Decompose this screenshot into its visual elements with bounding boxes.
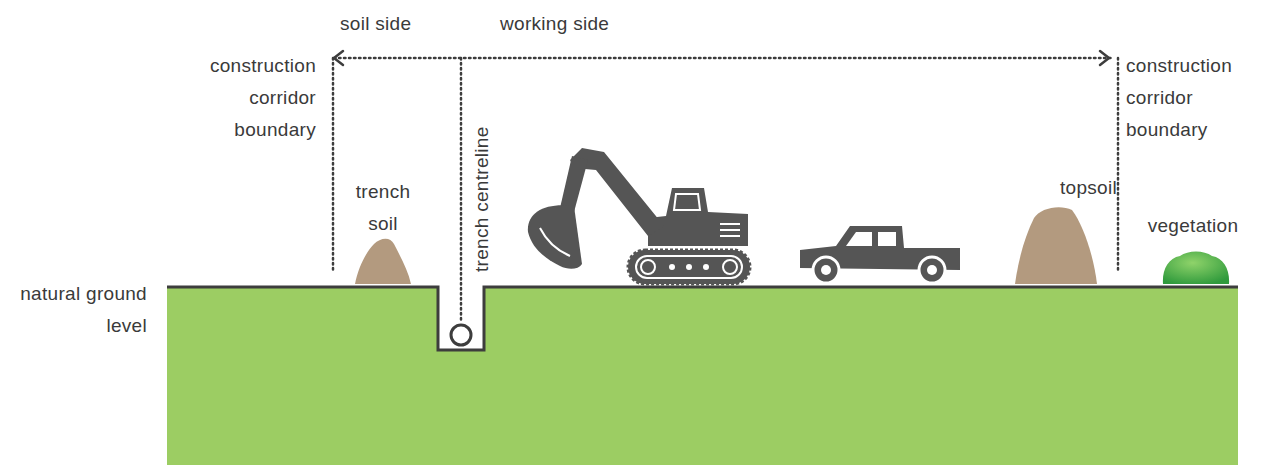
ground-line xyxy=(167,287,1238,350)
pipe xyxy=(451,325,471,345)
centreline-label: trench centreline xyxy=(470,126,494,272)
topsoil-pile xyxy=(1015,207,1097,284)
pile-label: trench soil xyxy=(343,176,423,240)
side-label: working side xyxy=(500,8,660,40)
boundary-label: construction corridor boundary xyxy=(1126,50,1266,146)
vegetation-label: vegetation xyxy=(1133,210,1253,242)
pile-label: topsoil xyxy=(1060,172,1140,204)
ground-label: natural ground level xyxy=(10,278,147,342)
pickup-truck xyxy=(800,226,960,283)
ground xyxy=(167,287,1238,465)
excavator xyxy=(528,148,750,284)
vegetation-bush xyxy=(1163,252,1229,285)
arrowheads xyxy=(334,51,1109,65)
side-label: soil side xyxy=(340,8,460,40)
boundary-label: construction corridor boundary xyxy=(176,50,316,146)
dimension-lines xyxy=(333,58,1118,323)
trench-soil-pile xyxy=(355,239,411,284)
